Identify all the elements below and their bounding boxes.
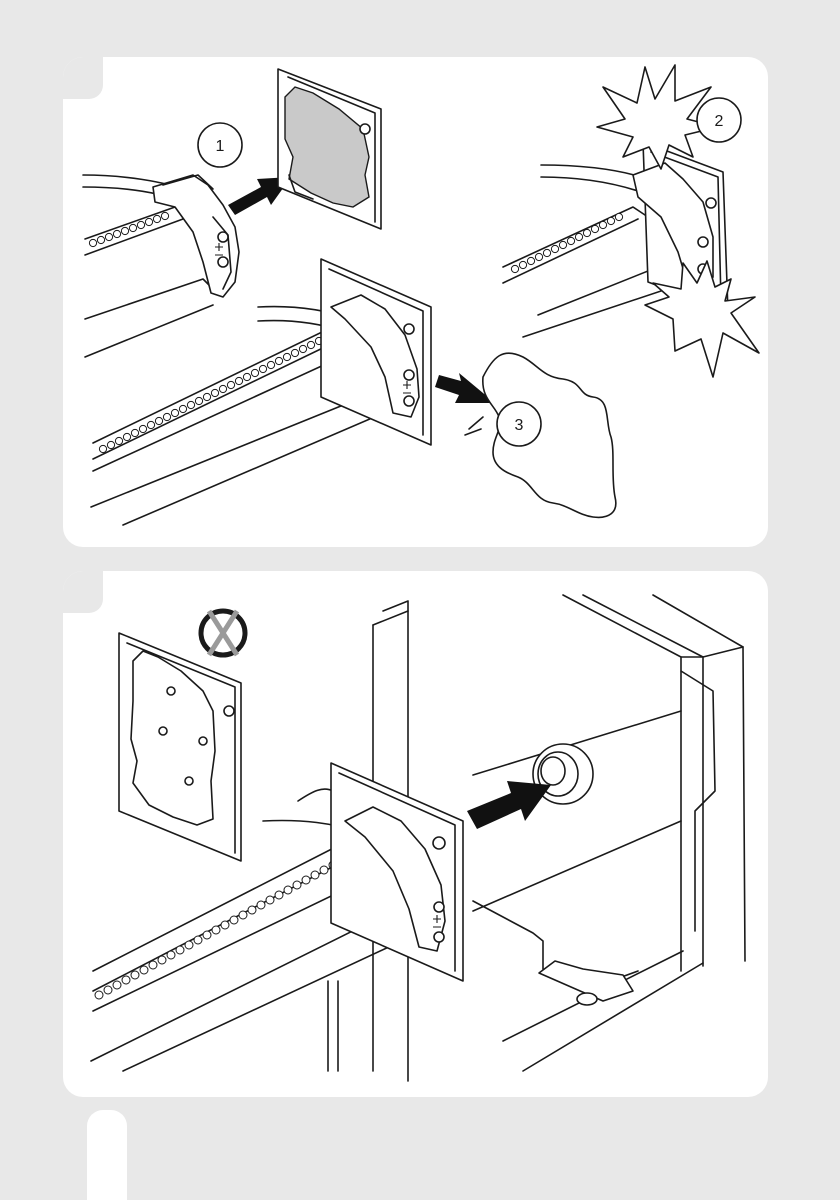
panel-top-illustration: 1 [63, 57, 768, 547]
page-tab [87, 1110, 127, 1200]
led-strip-bottom [95, 846, 364, 999]
led-strip-center [99, 325, 346, 452]
step-3-label: 3 [515, 417, 524, 434]
led-strip-right [511, 213, 622, 272]
panel-top: 1 [63, 57, 768, 547]
prohibited-icon [201, 611, 245, 655]
panel-bottom [63, 571, 768, 1097]
endplate-separate [119, 633, 241, 861]
profile-with-endcap-left [83, 175, 239, 357]
step-circle-3: 3 [497, 402, 541, 446]
panel-bottom-illustration [63, 571, 768, 1097]
step-circle-2: 2 [697, 98, 741, 142]
step-2-label: 2 [715, 113, 724, 130]
step-1-label: 1 [216, 138, 225, 155]
arrow-right-icon [467, 781, 551, 829]
gasket-square [278, 69, 381, 229]
step-circle-1: 1 [198, 123, 242, 167]
